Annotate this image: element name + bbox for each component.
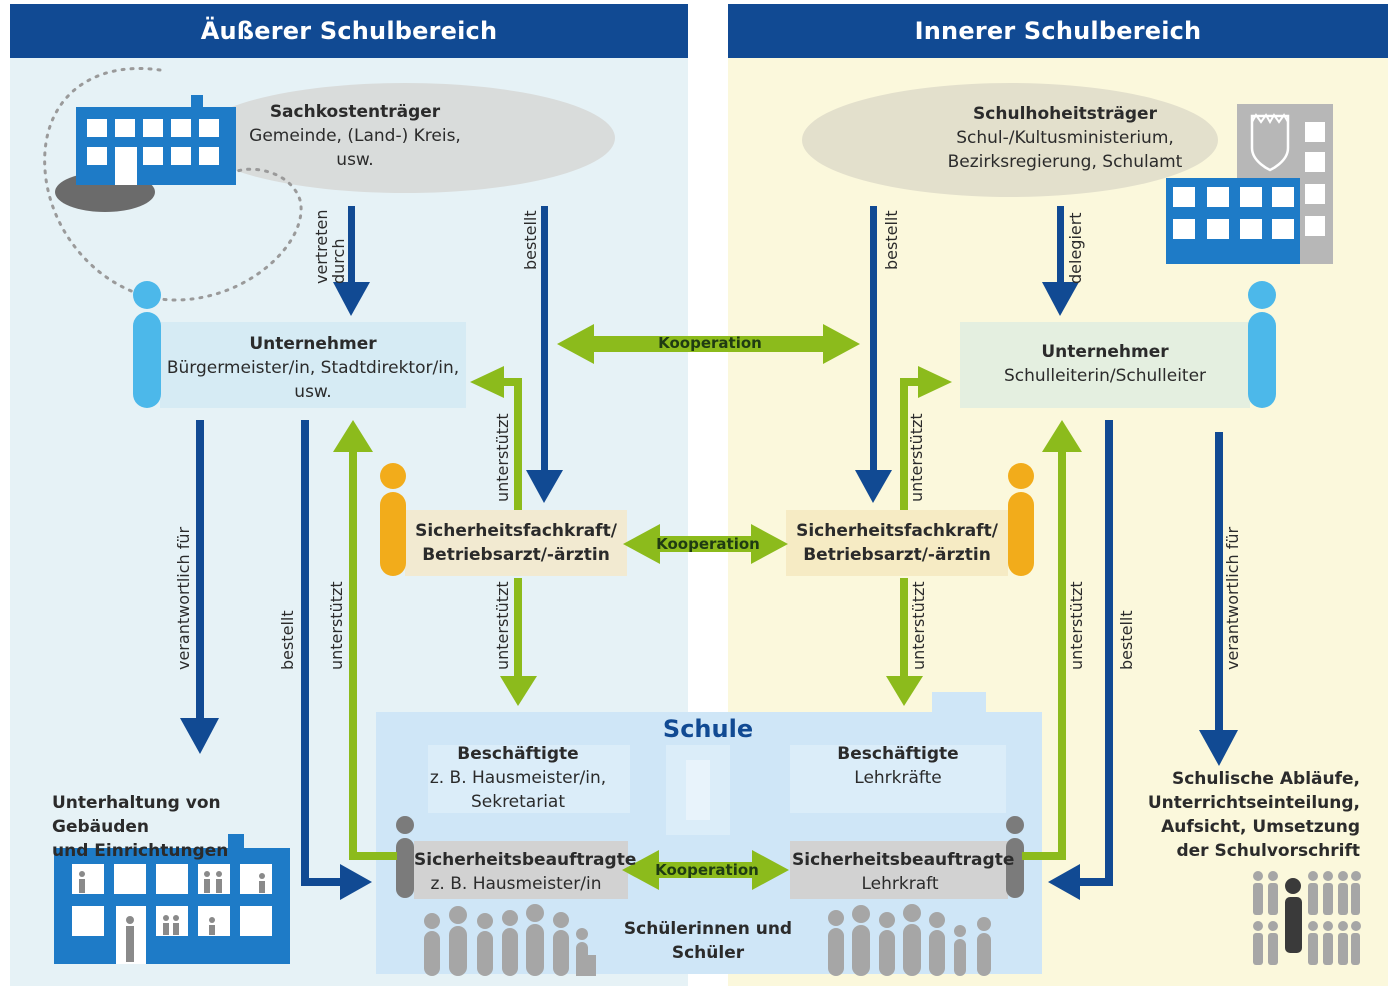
students-left-icons xyxy=(424,904,596,976)
sb-right-line1: Lehrkraft xyxy=(861,874,939,894)
besch-right-title: Beschäftigte xyxy=(837,744,959,764)
delegiert-label: delegiert xyxy=(1066,212,1085,284)
sb-right-box xyxy=(790,841,1008,899)
maintenance-building-icon xyxy=(54,834,290,964)
school-processes-people-icon xyxy=(1253,871,1361,965)
inner-unternehmer-person-icon xyxy=(1248,281,1276,408)
sb-left-box xyxy=(414,841,628,899)
inner-bestellt-right-label: bestellt xyxy=(1117,610,1136,670)
sb-right-text: Sicherheitsbeauftragte Lehrkraft xyxy=(792,848,1015,896)
unterhaltung-line1: Unterhaltung von Gebäuden xyxy=(52,793,221,837)
unterhaltung-text: Unterhaltung von Gebäuden und Einrichtun… xyxy=(52,791,312,863)
sachkosten-oval xyxy=(195,83,615,193)
inner-unternehmer-title: Unternehmer xyxy=(1041,342,1169,362)
outer-verantwortlich-label: verantwortlich für xyxy=(174,526,193,670)
inner-sifa-text: Sicherheitsfachkraft/ Betriebsarzt/-ärzt… xyxy=(786,519,1008,567)
vertreten-line2: durch xyxy=(329,238,348,284)
outer-bestellt-left-label: bestellt xyxy=(278,610,297,670)
kooperation-top-label: Kooperation xyxy=(658,334,762,352)
inner-sifa-line1: Sicherheitsfachkraft/ xyxy=(796,521,998,541)
outer-unternehmer-person-icon xyxy=(133,281,161,408)
sb-right-person-icon xyxy=(1006,816,1024,898)
students-right-icons xyxy=(828,904,991,976)
outer-unterstuetzt-down-label: unterstützt xyxy=(493,581,512,670)
outer-sifa-line1: Sicherheitsfachkraft/ xyxy=(415,521,617,541)
students-label: Schülerinnen und Schüler xyxy=(623,919,793,963)
ministry-building-icon xyxy=(1166,104,1333,264)
inner-sifa-person-icon xyxy=(1008,463,1034,576)
inner-unternehmer-line1: Schulleiterin/Schulleiter xyxy=(1003,366,1207,386)
inner-area-header: Innerer Schulbereich xyxy=(728,4,1388,58)
besch-right-block: Beschäftigte Lehrkräfte xyxy=(790,742,1006,790)
ablaeufe-line4: der Schulvorschrift xyxy=(1176,841,1360,861)
inner-unterstuetzt-down-label: unterstützt xyxy=(909,581,928,670)
unterhaltung-line2: und Einrichtungen xyxy=(52,841,229,861)
besch-right-line1: Lehrkräfte xyxy=(854,768,942,788)
inner-sifa-box xyxy=(786,510,1008,576)
schulhoheit-title: Schulhoheitsträger xyxy=(973,104,1157,124)
schulhoheit-line1: Schul-/Kultusministerium, xyxy=(956,128,1174,148)
inner-bestellt-top-label: bestellt xyxy=(882,210,901,270)
outer-sifa-box xyxy=(405,510,627,576)
sb-left-person-icon xyxy=(396,816,414,898)
outer-unternehmer-box xyxy=(160,322,466,408)
sachkosten-line2: usw. xyxy=(336,150,374,170)
sb-left-text: Sicherheitsbeauftragte z. B. Hausmeister… xyxy=(414,848,637,896)
inner-unterstuetzt-right-label: unterstützt xyxy=(1067,581,1086,670)
sb-right-title: Sicherheitsbeauftragte xyxy=(792,850,1015,870)
besch-left-block: Beschäftigte z. B. Hausmeister/in, Sekre… xyxy=(410,742,626,814)
sb-left-line1: z. B. Hausmeister/in xyxy=(430,874,602,894)
inner-unternehmer-box xyxy=(960,322,1250,408)
blue-arrows xyxy=(180,206,1238,900)
outer-area-header: Äußerer Schulbereich xyxy=(10,4,688,58)
ablaeufe-text: Schulische Abläufe, Unterrichtseinteilun… xyxy=(1130,767,1360,863)
besch-left-line1: z. B. Hausmeister/in, xyxy=(429,768,607,788)
inner-unternehmer-text: Unternehmer Schulleiterin/Schulleiter xyxy=(960,340,1250,388)
outer-unternehmer-line2: usw. xyxy=(294,382,332,402)
outer-unternehmer-text: Unternehmer Bürgermeister/in, Stadtdirek… xyxy=(160,332,466,404)
kooperation-bottom-label: Kooperation xyxy=(655,861,759,879)
inner-sifa-line2: Betriebsarzt/-ärztin xyxy=(803,545,991,565)
sb-left-title: Sicherheitsbeauftragte xyxy=(414,850,637,870)
ablaeufe-line2: Unterrichtseinteilung, xyxy=(1147,793,1360,813)
outer-unterstuetzt-left-label: unterstützt xyxy=(327,581,346,670)
schulhoheit-block: Schulhoheitsträger Schul-/Kultusminister… xyxy=(930,102,1200,174)
ablaeufe-line1: Schulische Abläufe, xyxy=(1171,769,1360,789)
outer-unternehmer-line1: Bürgermeister/in, Stadtdirektor/in, xyxy=(166,358,460,378)
vertreten-durch-label: vertreten durch xyxy=(312,209,348,285)
sachkosten-line1: Gemeinde, (Land-) Kreis, xyxy=(249,126,461,146)
school-title: Schule xyxy=(662,715,754,743)
ablaeufe-line3: Aufsicht, Umsetzung xyxy=(1161,817,1360,837)
outer-unterstuetzt-up-label: unterstützt xyxy=(493,413,512,502)
kooperation-middle-label: Kooperation xyxy=(656,535,760,553)
outer-bestellt-top-label: bestellt xyxy=(521,210,540,270)
sachkosten-block: Sachkostenträger Gemeinde, (Land-) Kreis… xyxy=(240,100,470,172)
green-arrows xyxy=(333,324,1082,890)
sachkosten-title: Sachkostenträger xyxy=(269,102,441,122)
outer-sifa-person-icon xyxy=(380,463,406,576)
schulhoheit-line2: Bezirksregierung, Schulamt xyxy=(947,152,1183,172)
outer-sifa-line2: Betriebsarzt/-ärztin xyxy=(422,545,610,565)
outer-unternehmer-title: Unternehmer xyxy=(249,334,377,354)
outer-sifa-text: Sicherheitsfachkraft/ Betriebsarzt/-ärzt… xyxy=(405,519,627,567)
schulhoheit-oval xyxy=(802,83,1218,197)
vertreten-line1: vertreten xyxy=(312,209,331,285)
municipal-building-icon xyxy=(55,95,236,212)
besch-left-title: Beschäftigte xyxy=(457,744,579,764)
inner-verantwortlich-label: verantwortlich für xyxy=(1223,526,1242,670)
inner-unterstuetzt-up-label: unterstützt xyxy=(907,413,926,502)
besch-left-line2: Sekretariat xyxy=(470,792,566,812)
